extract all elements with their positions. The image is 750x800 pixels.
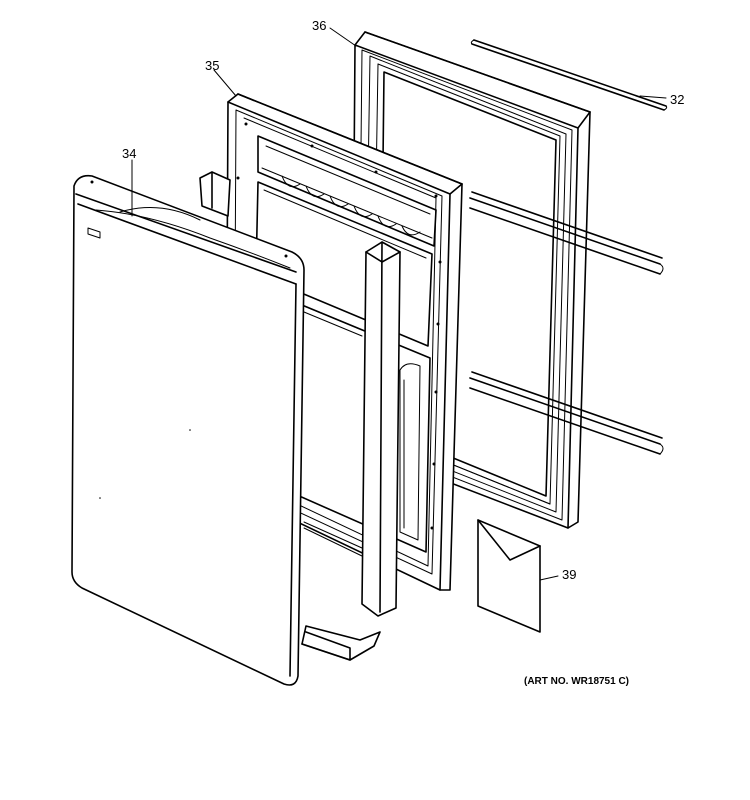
callout-39: 39 bbox=[562, 567, 576, 582]
part-34-outer-door-panel bbox=[71, 174, 305, 686]
door-foam-strips bbox=[199, 171, 401, 661]
callout-32: 32 bbox=[670, 92, 684, 107]
part-39-literature-envelope bbox=[477, 519, 541, 633]
callout-35: 35 bbox=[205, 58, 219, 73]
callout-34: 34 bbox=[122, 146, 136, 161]
callout-36: 36 bbox=[312, 18, 326, 33]
art-number: (ART NO. WR18751 C) bbox=[524, 676, 629, 687]
part-32-shelf-rods bbox=[469, 39, 668, 455]
leader-lines bbox=[131, 27, 667, 581]
